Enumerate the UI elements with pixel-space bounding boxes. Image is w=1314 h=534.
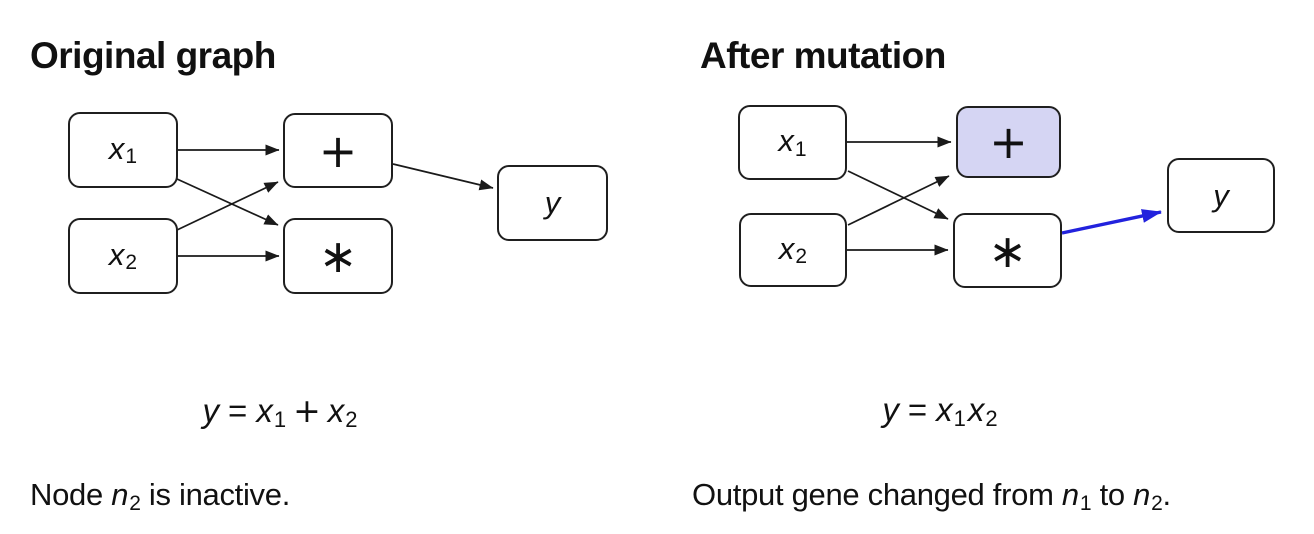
node-label: x — [778, 230, 795, 266]
right-node-sum-highlighted: + — [956, 106, 1061, 178]
left-node-product: ∗ — [283, 218, 393, 294]
plus-operator-label: + — [989, 115, 1028, 169]
formula-term: x — [936, 391, 953, 428]
right-node-x1: x1 — [738, 105, 847, 180]
node-label: x — [778, 123, 794, 159]
formula-term: x — [327, 392, 345, 429]
node-label: x — [108, 130, 125, 166]
edge-left-sum-y — [392, 163, 494, 191]
equals-sign: = — [907, 391, 928, 428]
formula-lhs: y — [882, 391, 899, 428]
left-node-x1: x1 — [68, 112, 178, 188]
formula-term-subscript: 2 — [345, 406, 358, 432]
left-formula: y=x1+x2 — [150, 391, 410, 433]
formula-term-subscript: 2 — [985, 405, 998, 431]
caption-variable: n — [111, 477, 129, 512]
edge-left-x1-product — [176, 178, 279, 226]
asterisk-operator-label: ∗ — [988, 223, 1027, 278]
plus-operator-label: + — [318, 123, 358, 178]
node-label: y — [1213, 177, 1229, 213]
caption-variable-subscript: 1 — [1079, 491, 1092, 515]
plus-sign: + — [293, 391, 321, 430]
equals-sign: = — [228, 392, 248, 429]
caption-text: Output gene changed from — [692, 477, 1062, 512]
formula-term-subscript: 1 — [273, 406, 287, 432]
node-label-subscript: 2 — [125, 251, 138, 275]
caption-text: to — [1091, 477, 1134, 512]
node-label: y — [544, 185, 561, 220]
right-node-x2: x2 — [739, 213, 847, 287]
caption-variable-subscript: 2 — [1151, 491, 1163, 515]
caption-text: . — [1162, 477, 1172, 512]
left-node-sum: + — [283, 113, 393, 188]
edge-right-product-y-mutation — [1061, 209, 1162, 235]
edge-left-x2-sum — [176, 181, 279, 231]
caption-variable: n — [1061, 477, 1079, 512]
formula-term-subscript: 1 — [953, 405, 966, 431]
formula-term: x — [967, 391, 985, 428]
node-label-subscript: 1 — [794, 137, 807, 161]
right-caption: Output gene changed from n1 to n2. — [692, 477, 1171, 516]
left-panel-title: Original graph — [30, 35, 276, 76]
edge-right-x2-sum — [847, 175, 950, 226]
node-label-subscript: 1 — [125, 145, 138, 169]
caption-text: is inactive. — [140, 477, 291, 512]
right-formula: y=x1x2 — [810, 391, 1070, 432]
formula-lhs: y — [202, 392, 220, 429]
caption-text: Node — [30, 477, 112, 512]
left-node-y: y — [497, 165, 608, 241]
edge-right-x1-product — [847, 170, 949, 220]
formula-term: x — [256, 392, 273, 429]
left-node-x2: x2 — [68, 218, 178, 294]
left-caption: Node n2 is inactive. — [30, 477, 290, 516]
caption-variable-subscript: 2 — [129, 491, 141, 515]
right-node-product: ∗ — [953, 213, 1062, 288]
node-label: x — [108, 236, 125, 272]
caption-variable: n — [1133, 477, 1151, 512]
right-panel-title: After mutation — [700, 35, 946, 76]
right-node-y: y — [1167, 158, 1275, 233]
node-label-subscript: 2 — [795, 245, 808, 269]
asterisk-operator-label: ∗ — [318, 229, 358, 283]
